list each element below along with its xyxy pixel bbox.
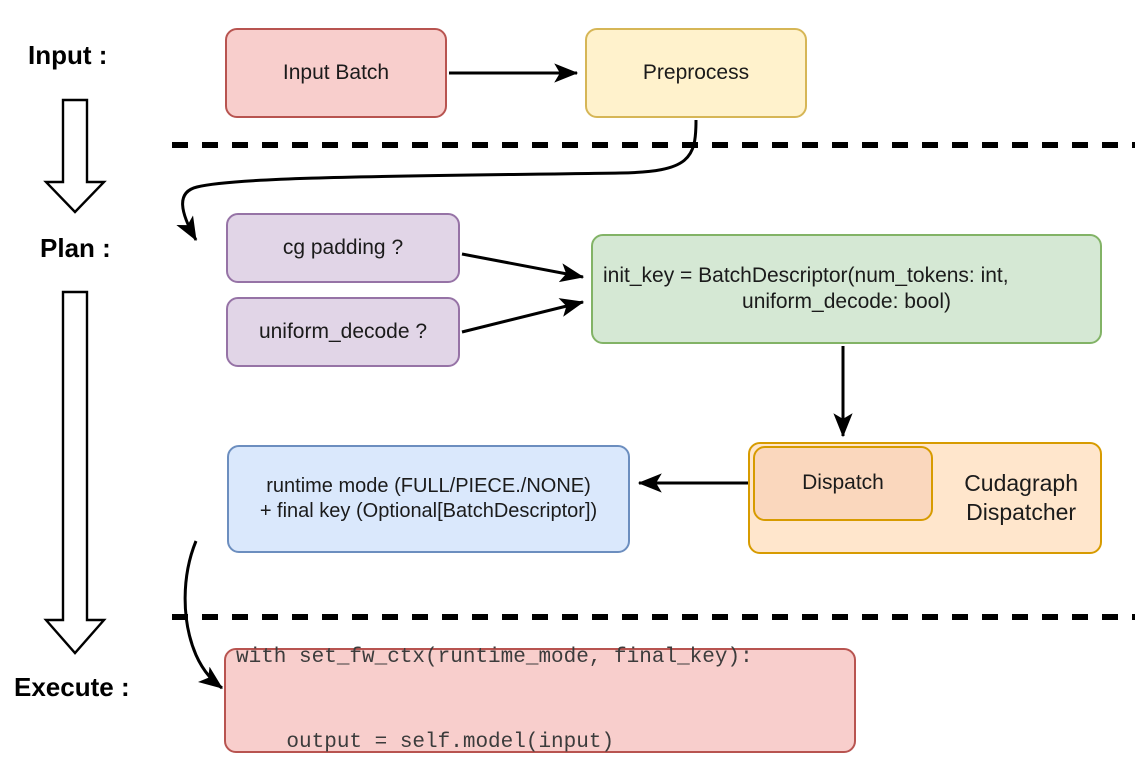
arrow-runtime-mode-to-execute-code (183, 540, 223, 690)
block-arrow-down-input-to-plan (43, 98, 107, 214)
runtime-mode-node[interactable]: runtime mode (FULL/PIECE./NONE) + final … (227, 445, 630, 553)
execute-code-line-2: output = self.model(input) (236, 730, 615, 754)
stage-label-plan: Plan : (40, 233, 111, 263)
cudagraph-dispatcher-line-2: Dispatcher (966, 499, 1077, 525)
preprocess-label: Preprocess (642, 60, 750, 84)
cudagraph-dispatcher-line-1: Cudagraph (964, 470, 1078, 497)
arrow-cg-padding-to-init-key (461, 252, 585, 283)
runtime-mode-line-2: + final key (Optional[BatchDescriptor]) (259, 500, 598, 522)
dispatch-node[interactable]: Dispatch (753, 446, 933, 521)
execute-code-node[interactable]: with set_fw_ctx(runtime_mode, final_key)… (224, 646, 856, 754)
runtime-mode-line-1: runtime mode (FULL/PIECE./NONE) (266, 475, 591, 497)
init-key-line-2: uniform_decode: bool) (742, 290, 951, 313)
stage-label-execute: Execute : (14, 672, 130, 702)
init-key-batchdescriptor-node[interactable]: init_key = BatchDescriptor(num_tokens: i… (591, 234, 1102, 344)
preprocess-node[interactable]: Preprocess (585, 28, 807, 118)
uniform-decode-node[interactable]: uniform_decode ? (226, 297, 460, 367)
uniform-decode-label: uniform_decode ? (258, 319, 428, 343)
input-batch-label: Input Batch (282, 60, 390, 84)
stage-label-input: Input : (28, 40, 108, 70)
cg-padding-node[interactable]: cg padding ? (226, 213, 460, 283)
dispatch-label: Dispatch (802, 471, 884, 495)
init-key-line-1: init_key = BatchDescriptor(num_tokens: i… (603, 263, 1009, 287)
execute-code-line-1: with set_fw_ctx(runtime_mode, final_key)… (236, 645, 753, 669)
block-arrow-down-plan-to-execute (43, 290, 107, 655)
input-batch-node[interactable]: Input Batch (225, 28, 447, 118)
cg-padding-label: cg padding ? (282, 235, 404, 259)
arrow-uniform-decode-to-init-key (461, 298, 585, 334)
